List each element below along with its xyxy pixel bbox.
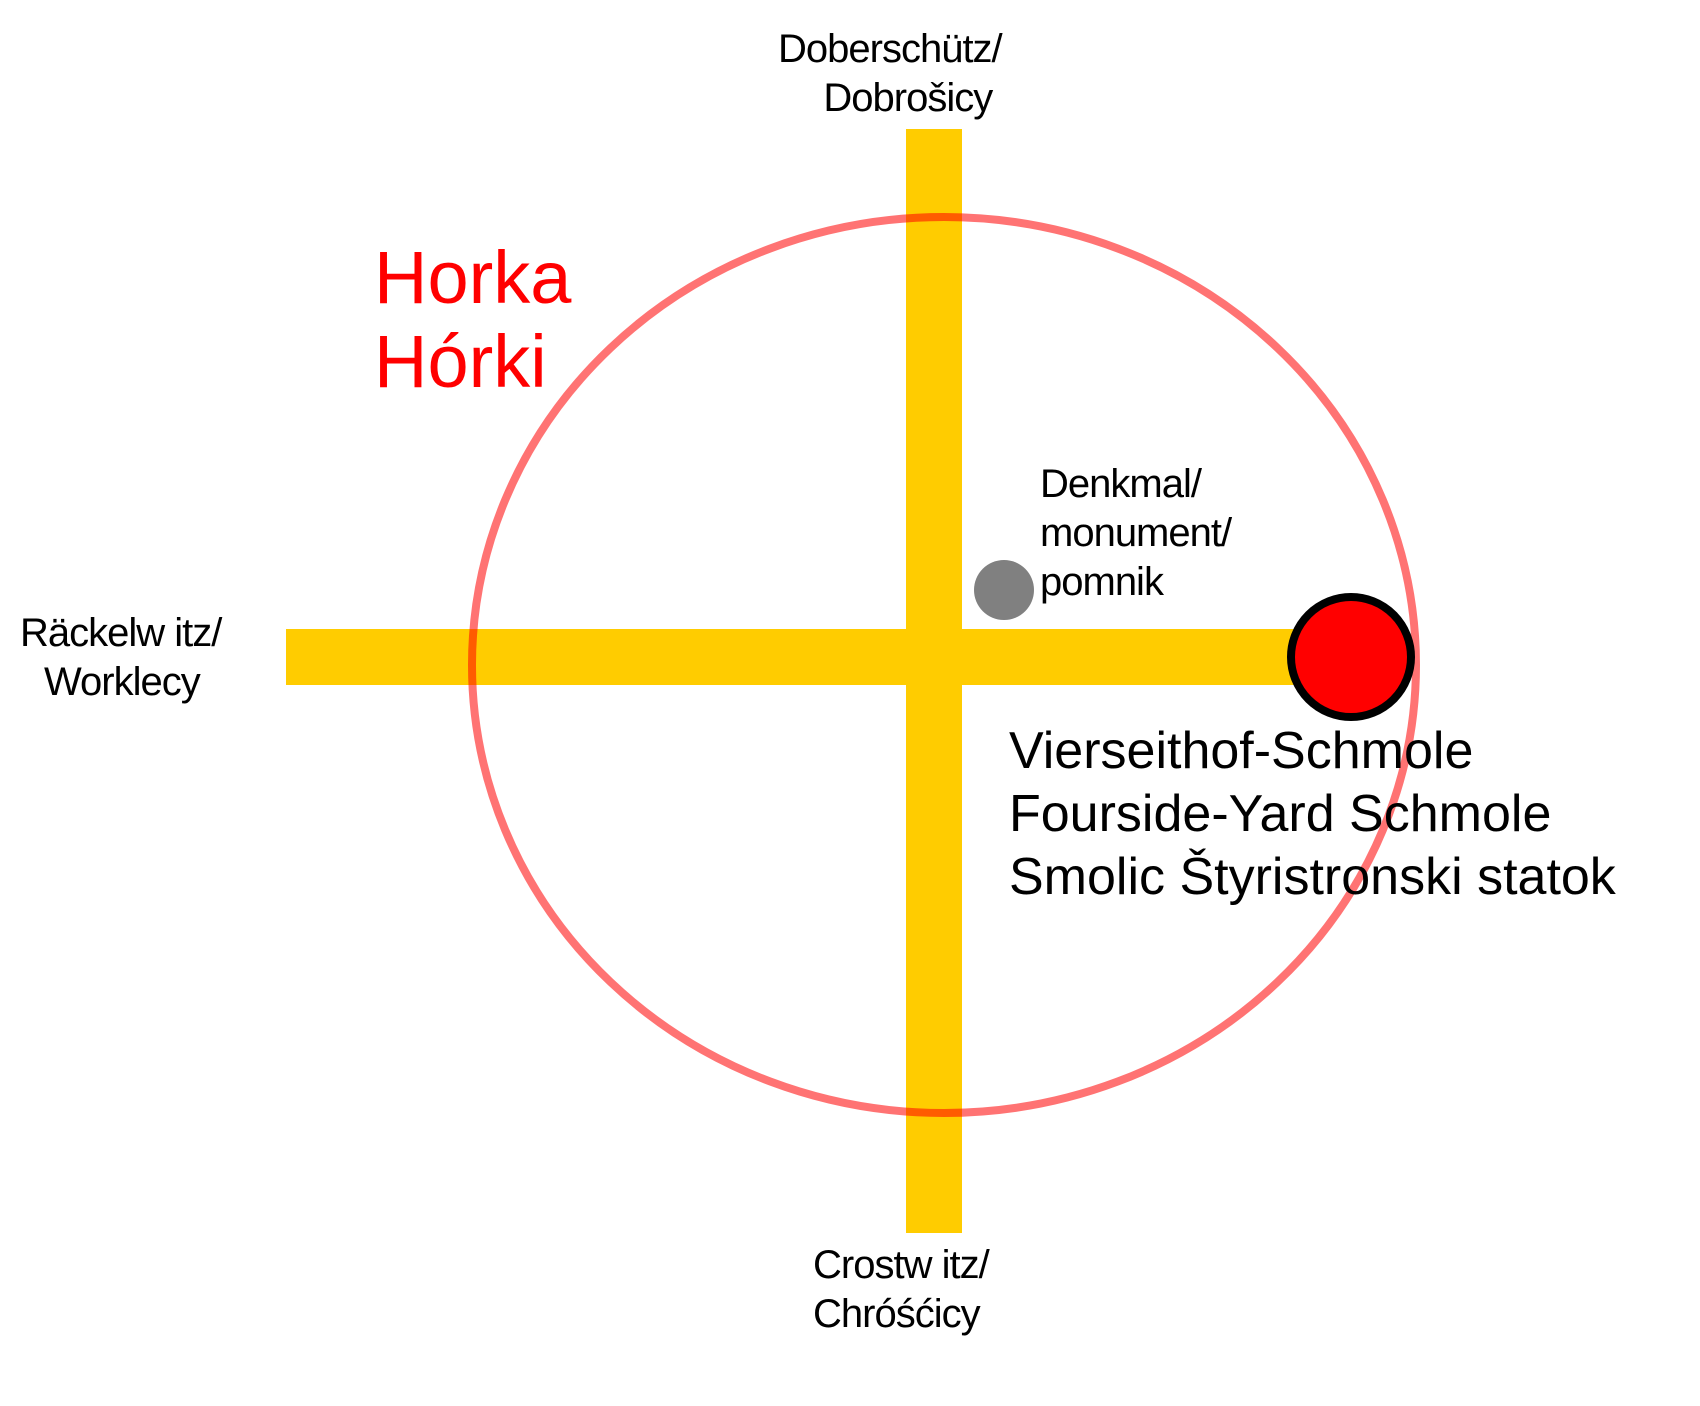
road-label-south-hsb: Chróśćicy — [813, 1292, 981, 1336]
monument-label-hsb: pomnik — [1040, 560, 1164, 604]
farm-label: Vierseithof-Schmole Fourside-Yard Schmol… — [1009, 720, 1616, 909]
road-label-north-de: Doberschütz/ — [778, 27, 1003, 71]
road-label-north: Doberschütz/ Dobrošicy — [778, 25, 1003, 123]
road-west-east — [286, 629, 1348, 685]
road-label-west-hsb: Worklecy — [44, 660, 201, 704]
village-boundary — [468, 213, 1420, 1117]
farm-dot-icon — [1287, 593, 1415, 721]
village-name: Horka Hórki — [374, 236, 571, 404]
monument-label-de: Denkmal/ — [1040, 462, 1202, 506]
road-label-west-de: Räckelw itz/ — [20, 611, 222, 655]
village-name-de: Horka — [374, 236, 572, 319]
road-label-south-de: Crostw itz/ — [813, 1243, 990, 1287]
farm-label-hsb: Smolic Štyristronski statok — [1009, 848, 1616, 906]
monument-label-en: monument/ — [1040, 511, 1232, 555]
farm-label-de: Vierseithof-Schmole — [1009, 722, 1474, 780]
road-label-north-hsb: Dobrošicy — [823, 76, 993, 120]
village-name-hsb: Hórki — [374, 320, 547, 403]
monument-dot-icon — [974, 560, 1034, 620]
farm-label-en: Fourside-Yard Schmole — [1009, 785, 1552, 843]
monument-label: Denkmal/ monument/ pomnik — [1040, 460, 1232, 607]
road-label-south: Crostw itz/ Chróśćicy — [813, 1241, 990, 1339]
road-label-west: Räckelw itz/ Worklecy — [20, 609, 222, 707]
